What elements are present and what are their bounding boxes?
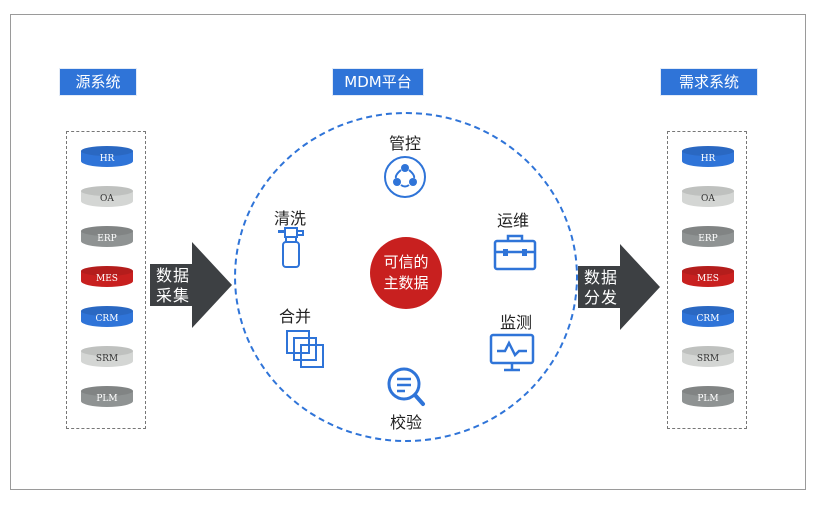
source-database-mes: MES <box>81 266 133 288</box>
merge-squares-icon <box>286 330 324 368</box>
database-label: SRM <box>95 354 119 364</box>
source-database-srm: SRM <box>81 346 133 368</box>
database-cylinder-top <box>81 186 133 196</box>
demand-database-oa: OA <box>682 186 734 208</box>
database-cylinder-top <box>81 306 133 316</box>
demand-database-plm: PLM <box>682 386 734 408</box>
database-label: PLM <box>697 394 719 404</box>
database-label: OA <box>701 194 715 204</box>
data-collect-label: 数据 采集 <box>156 266 190 306</box>
database-cylinder-top <box>81 346 133 356</box>
source-systems-column: HR OA ERP MES CRM SRM PLM <box>66 131 146 429</box>
magnifier-search-icon <box>387 367 425 406</box>
demand-database-hr: HR <box>682 146 734 168</box>
database-label: MES <box>697 274 719 284</box>
database-cylinder-top <box>682 186 734 196</box>
database-cylinder-top <box>81 146 133 156</box>
demand-systems-header: 需求系统 <box>661 69 757 95</box>
source-database-plm: PLM <box>81 386 133 408</box>
data-collect-line1: 数据 <box>156 266 191 285</box>
database-cylinder-top <box>682 346 734 356</box>
database-label: HR <box>99 154 115 164</box>
cleanse-label: 清洗 <box>274 209 307 228</box>
source-database-oa: OA <box>81 186 133 208</box>
mdm-platform-header: MDM平台 <box>333 69 423 95</box>
verify-label: 校验 <box>390 413 423 432</box>
core-line2: 主数据 <box>383 274 429 292</box>
monitor-label: 监测 <box>500 313 533 332</box>
source-systems-header: 源系统 <box>60 69 136 95</box>
network-icon <box>384 156 426 198</box>
database-cylinder-top <box>682 266 734 276</box>
database-label: CRM <box>696 314 720 324</box>
core-line1: 可信的 <box>383 253 429 271</box>
database-cylinder-top <box>81 386 133 396</box>
merge-label: 合并 <box>279 307 312 326</box>
spray-bottle-icon <box>278 227 304 268</box>
database-label: ERP <box>97 234 117 244</box>
data-distribute-line2: 分发 <box>584 288 619 307</box>
maintain-label: 运维 <box>497 211 530 230</box>
database-cylinder-top <box>682 146 734 156</box>
database-cylinder-top <box>682 386 734 396</box>
source-database-hr: HR <box>81 146 133 168</box>
diagram-frame <box>10 14 806 490</box>
database-label: HR <box>700 154 716 164</box>
database-cylinder-top <box>682 306 734 316</box>
database-cylinder-top <box>81 226 133 236</box>
demand-database-srm: SRM <box>682 346 734 368</box>
database-label: MES <box>96 274 118 284</box>
source-database-erp: ERP <box>81 226 133 248</box>
data-distribute-arrow <box>578 244 660 330</box>
data-distribute-label: 数据 分发 <box>584 268 618 308</box>
mdm-platform-circle <box>234 112 578 442</box>
source-database-crm: CRM <box>81 306 133 328</box>
data-collect-line2: 采集 <box>156 286 191 305</box>
toolbox-icon <box>493 234 537 271</box>
database-label: SRM <box>696 354 720 364</box>
demand-database-erp: ERP <box>682 226 734 248</box>
database-label: ERP <box>698 234 718 244</box>
monitor-screen-icon <box>489 333 535 372</box>
trusted-master-data-core: 可信的 主数据 <box>370 237 442 309</box>
database-label: OA <box>100 194 114 204</box>
data-collect-arrow <box>150 242 232 328</box>
demand-database-mes: MES <box>682 266 734 288</box>
data-distribute-line1: 数据 <box>584 268 619 287</box>
govern-label: 管控 <box>389 134 422 153</box>
database-label: CRM <box>95 314 119 324</box>
database-label: PLM <box>96 394 118 404</box>
database-cylinder-top <box>682 226 734 236</box>
database-cylinder-top <box>81 266 133 276</box>
demand-database-crm: CRM <box>682 306 734 328</box>
demand-systems-column: HR OA ERP MES CRM SRM PLM <box>667 131 747 429</box>
